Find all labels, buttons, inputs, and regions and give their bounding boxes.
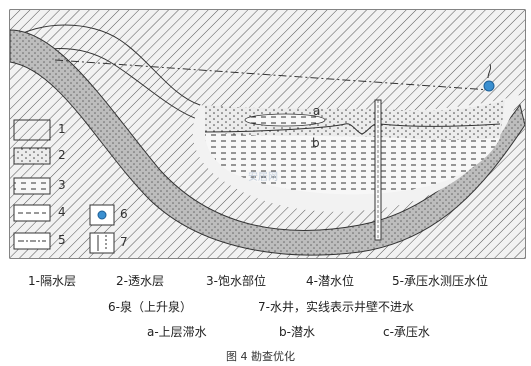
legend-swatch-2 [13, 147, 51, 165]
spring-icon [483, 80, 495, 92]
figure-caption: 图 4 勘查优化 [226, 350, 295, 363]
piezometric-level-line [54, 59, 491, 91]
perched-water-lens [244, 113, 326, 127]
watermark: 安居网 [248, 172, 278, 183]
caption-2: 2-透水层 [116, 274, 164, 288]
spring-flow-mark [487, 63, 492, 79]
caption-3: 3-饱水部位 [206, 274, 266, 288]
permeable-layer-band [9, 29, 526, 256]
legend-label-3: 3 [58, 178, 66, 192]
caption-4: 4-潜水位 [306, 274, 354, 288]
legend-label-5: 5 [58, 233, 66, 247]
legend-label-6: 6 [120, 207, 128, 221]
caption-7: 7-水井，实线表示井壁不进水 [258, 300, 414, 314]
caption-c: c-承压水 [383, 325, 430, 339]
caption-a: a-上层滞水 [147, 325, 207, 339]
legend-label-1: 1 [58, 122, 66, 136]
water-table-line [204, 123, 501, 135]
legend-swatch-4 [13, 204, 51, 222]
caption-5: 5-承压水测压水位 [392, 274, 488, 288]
legend-label-4: 4 [58, 205, 66, 219]
caption-6: 6-泉（上升泉） [108, 300, 192, 314]
legend-swatch-7 [89, 232, 115, 254]
zone-label-b: b [312, 136, 320, 150]
legend-label-2: 2 [58, 148, 66, 162]
legend-swatch-3 [13, 177, 51, 195]
legend [13, 119, 115, 254]
zone-label-a: a [313, 104, 321, 118]
saturated-zone [205, 132, 500, 195]
legend-label-7: 7 [120, 235, 128, 249]
legend-swatch-1 [13, 119, 51, 141]
geological-diagram [9, 9, 526, 259]
caption-b: b-潜水 [279, 325, 315, 339]
caption-1: 1-隔水层 [28, 274, 76, 288]
